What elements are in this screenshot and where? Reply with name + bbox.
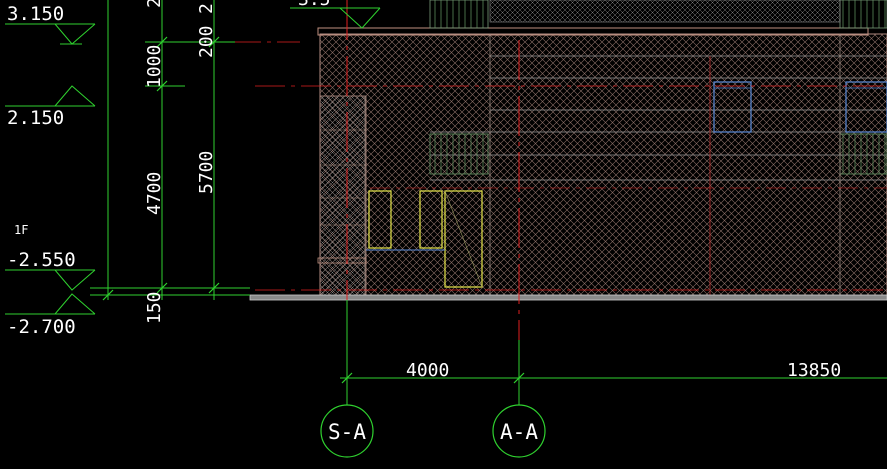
vertical-dimensions: 1000 4700 150 200 5700 2 2 bbox=[90, 0, 250, 324]
grid-bubble-s-a[interactable]: S-A bbox=[320, 404, 374, 458]
bubble-label: S-A bbox=[328, 420, 366, 444]
dim-4000: 4000 bbox=[406, 360, 449, 381]
dim-4700: 4700 bbox=[144, 172, 165, 215]
floor-label-1f: 1F bbox=[14, 223, 28, 237]
grid-bubble-a-a[interactable]: A-A bbox=[492, 404, 546, 458]
level-value: -2.700 bbox=[7, 316, 76, 338]
horizontal-dimension: 4000 13850 bbox=[340, 360, 887, 384]
dim-5700: 5700 bbox=[196, 151, 217, 194]
level-marker-top-partial[interactable]: 3.5 bbox=[290, 0, 381, 29]
level-marker-3150[interactable]: 3.150 bbox=[5, 3, 96, 45]
level-value: -2.550 bbox=[7, 249, 76, 271]
dim-partial-top-1: 2 bbox=[144, 0, 165, 8]
level-marker-2150[interactable]: 2.150 bbox=[5, 85, 96, 129]
floor-label: 1F bbox=[14, 223, 28, 237]
level-value: 3.150 bbox=[7, 3, 64, 25]
level-marker-minus-2700[interactable]: -2.700 bbox=[5, 293, 96, 338]
level-marker-minus-2550[interactable]: -2.550 bbox=[5, 249, 96, 291]
dim-13850: 13850 bbox=[787, 360, 841, 381]
dim-partial-top-2: 2 bbox=[196, 3, 217, 14]
dim-150: 150 bbox=[144, 291, 165, 324]
level-value: 3.5 bbox=[298, 0, 331, 10]
bubble-label: A-A bbox=[500, 420, 538, 444]
level-value: 2.150 bbox=[7, 107, 64, 129]
grid-axis-lines bbox=[346, 0, 520, 405]
dim-1000: 1000 bbox=[144, 45, 165, 88]
dim-200: 200 bbox=[196, 25, 217, 58]
building-elevation bbox=[185, 0, 887, 301]
